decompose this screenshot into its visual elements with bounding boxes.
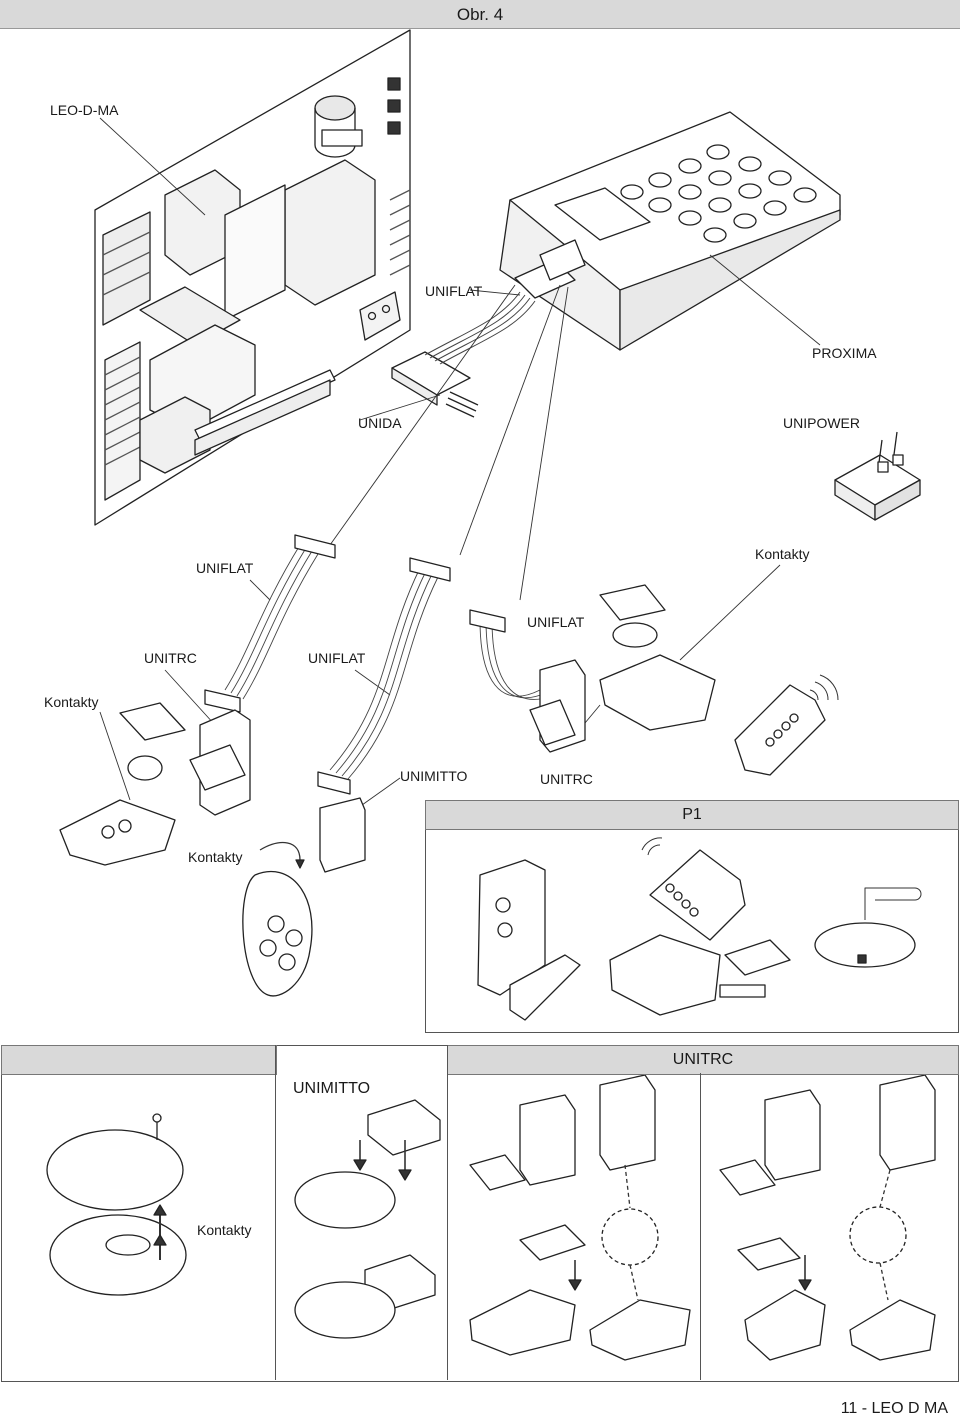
figure-title: Obr. 4: [456, 5, 504, 24]
label-unida: UNIDA: [358, 415, 402, 431]
remote-left-drawing: [59, 702, 186, 866]
divider-1: [275, 1045, 276, 1380]
label-unitrc-mid: UNITRC: [540, 771, 593, 787]
label-proxima: PROXIMA: [812, 345, 877, 361]
bottom-header-left: [1, 1045, 277, 1075]
label-unitrc-left: UNITRC: [144, 650, 197, 666]
label-kontakty-left: Kontakty: [44, 694, 99, 710]
bottom-panels-frame: [1, 1045, 959, 1382]
p1-panel-header: P1: [425, 800, 959, 830]
label-uniflat-left: UNIFLAT: [196, 560, 254, 576]
figure-header: Obr. 4: [0, 0, 960, 29]
fob-exploded-drawing: [46, 1113, 187, 1296]
unida-module-drawing: [391, 351, 479, 418]
label-kontakty-bottom: Kontakty: [197, 1222, 252, 1238]
divider-2: [447, 1045, 448, 1380]
page-footer: 11 - LEO D MA: [840, 1400, 948, 1417]
unitrc-module-drawing: [189, 659, 586, 873]
bottom-header-right: UNITRC: [447, 1045, 959, 1075]
label-uniflat-cable2: UNIFLAT: [308, 650, 366, 666]
label-unipower: UNIPOWER: [783, 415, 860, 431]
label-kontakty-top: Kontakty: [755, 546, 810, 562]
divider-3: [700, 1073, 701, 1380]
transmitter-drawing: [734, 684, 826, 776]
unitrc-panel-title: UNITRC: [672, 1051, 734, 1068]
label-uniflat-top: UNIFLAT: [425, 283, 483, 299]
label-kontakty-lower: Kontakty: [188, 849, 243, 865]
proxima-programmer-drawing: [499, 111, 841, 351]
label-leo-d-ma: LEO-D-MA: [50, 102, 119, 118]
unimitto-panel-title: UNIMITTO: [293, 1080, 371, 1097]
unitrc-bottom-panel-drawing: [469, 1074, 936, 1361]
unimitto-panel-drawing: [294, 1099, 441, 1339]
p1-panel: [425, 800, 959, 1033]
control-board-drawing: [94, 29, 411, 526]
p1-title: P1: [682, 806, 702, 823]
keyfob-drawing: [242, 870, 313, 997]
p1-panel-drawing: [477, 849, 916, 1021]
label-unimitto-mid: UNIMITTO: [400, 768, 468, 784]
label-uniflat-mid: UNIFLAT: [527, 614, 585, 630]
unipower-adapter-drawing: [834, 431, 921, 521]
